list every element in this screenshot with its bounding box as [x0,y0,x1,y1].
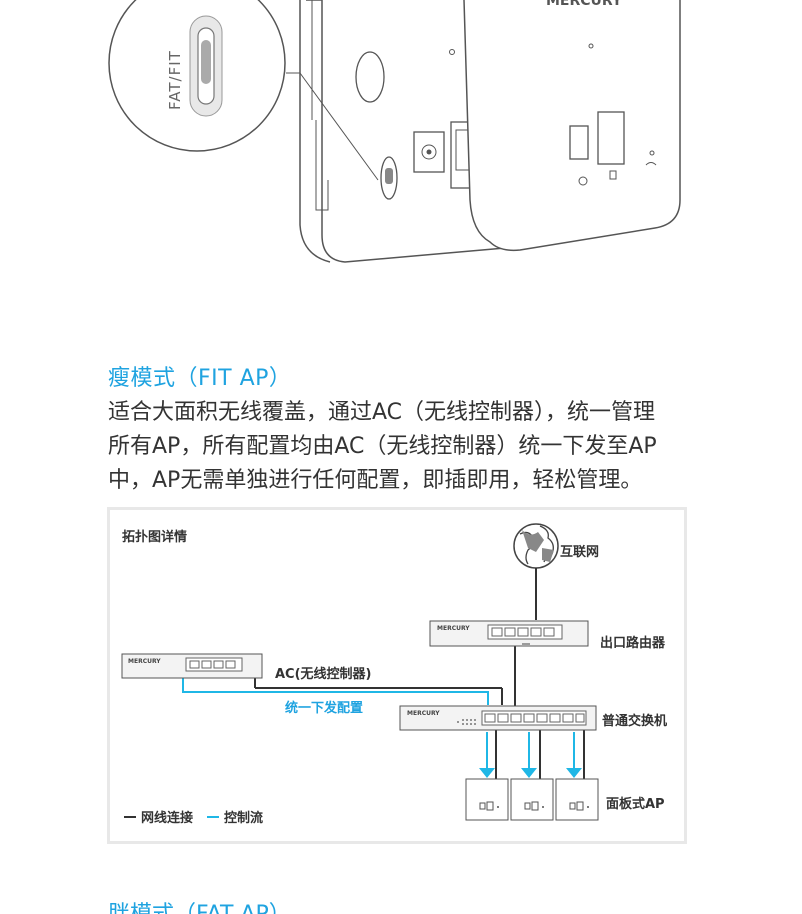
router-label: 出口路由器 [600,636,666,651]
product-illustration: MERCURY FAT/FIT [0,0,802,300]
topology-title: 拓扑图详情 [122,530,188,545]
oval-button-icon [355,51,385,103]
internet-label: 互联网 [560,545,600,560]
legend-network: 网线连接 [141,811,194,826]
legend-control: 控制流 [224,811,264,826]
fit-mode-description: 适合大面积无线覆盖，通过AC（无线控制器），统一管理 所有AP，所有配置均由AC… [108,400,657,493]
switch-label: FAT/FIT [166,50,184,110]
router-brand: MERCURY [437,625,470,632]
globe-icon [513,523,559,569]
network-lines [254,568,585,780]
control-flow-lines [182,678,575,768]
topology-diagram: MERCURY MERCURY MERCURY [107,507,687,844]
panel-ap-devices [465,778,599,821]
config-label: 统一下发配置 [285,701,364,716]
network-line-swatch [124,815,136,818]
control-line-swatch [207,815,220,818]
ac-brand: MERCURY [128,658,161,665]
ap-label: 面板式AP [606,797,665,812]
switch-label: 普通交换机 [602,714,668,729]
switch-brand: MERCURY [407,710,440,717]
port-icon [597,111,625,165]
panel-ap-drawing: MERCURY FAT/FIT [108,0,681,263]
router-device: MERCURY [429,620,589,647]
fat-mode-title: 胖模式（FAT AP） [108,896,291,914]
ac-controller-device: MERCURY [121,653,263,679]
fit-mode-title: 瘦模式（FIT AP） [108,366,292,391]
port-icon [569,125,589,160]
topology-legend: 网线连接 控制流 [124,807,263,826]
ac-label: AC(无线控制器) [275,667,372,682]
arrow-icons [479,768,582,778]
switch-device: MERCURY [399,705,597,731]
dc-port-icon [413,131,445,173]
brand-mark: MERCURY [546,0,623,9]
